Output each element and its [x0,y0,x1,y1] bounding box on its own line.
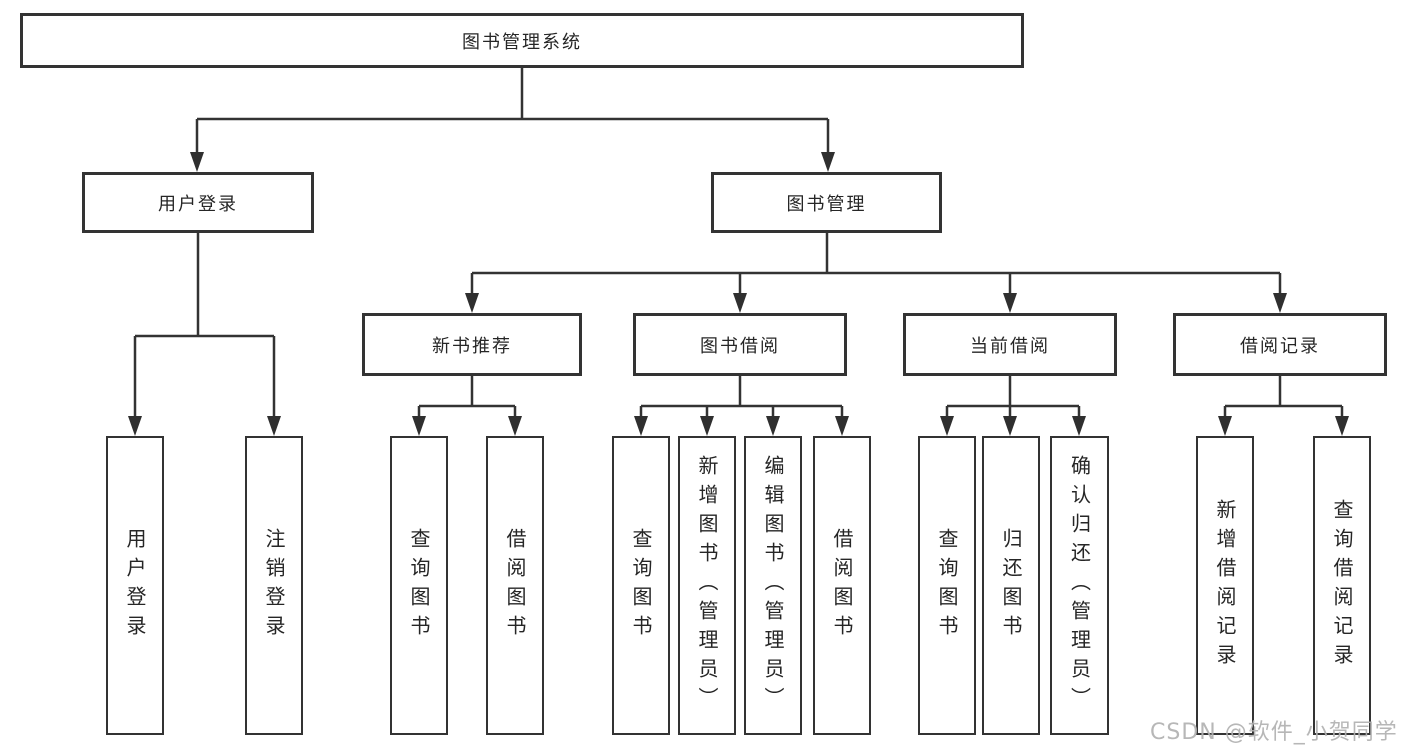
node-label: 图书借阅 [700,335,780,357]
leaf-borrowing-borrow-books: 借阅图书 [813,436,871,735]
node-label: 注销登录 [262,527,286,644]
node-label: 新增借阅记录 [1213,498,1237,673]
watermark: CSDN @软件_小贺同学 [1150,720,1398,745]
node-book-management: 图书管理 [711,172,942,233]
node-label: 编辑图书（管理员） [761,455,785,716]
node-label: 图书管理 [786,193,867,215]
node-borrowing-records: 借阅记录 [1173,313,1387,376]
leaf-recommend-query-books: 查询图书 [390,436,448,735]
node-label: 当前借阅 [970,335,1050,357]
node-label: 图书管理系统 [462,31,582,53]
arrowhead-icons [128,152,1349,436]
leaf-borrowing-edit-books-admin: 编辑图书（管理员） [744,436,802,735]
node-book-borrowing: 图书借阅 [633,313,847,376]
node-label: 新书推荐 [432,335,512,357]
node-label: 归还图书 [999,527,1023,644]
node-label: 新增图书（管理员） [695,455,719,716]
node-user-login: 用户登录 [82,172,314,233]
node-label: 借阅图书 [503,527,527,644]
node-label: 查询图书 [407,527,431,644]
node-label: 查询图书 [629,527,653,644]
node-label: 借阅图书 [830,527,854,644]
connector-lines [133,68,1344,419]
leaf-current-return-books: 归还图书 [982,436,1040,735]
node-new-book-recommend: 新书推荐 [362,313,582,376]
leaf-borrowing-add-books-admin: 新增图书（管理员） [678,436,736,735]
leaf-current-confirm-return-admin: 确认归还（管理员） [1050,436,1109,735]
leaf-borrowing-query-books: 查询图书 [612,436,670,735]
node-label: 确认归还（管理员） [1067,455,1092,716]
node-label: 查询借阅记录 [1330,498,1354,673]
node-label: 借阅记录 [1240,335,1320,357]
node-current-borrowing: 当前借阅 [903,313,1117,376]
leaf-records-add-borrow-record: 新增借阅记录 [1196,436,1254,735]
leaf-current-query-books: 查询图书 [918,436,976,735]
leaf-recommend-borrow-books: 借阅图书 [486,436,544,735]
node-label: 查询图书 [935,527,959,644]
node-root: 图书管理系统 [20,13,1024,68]
leaf-logout: 注销登录 [245,436,303,735]
leaf-user-login: 用户登录 [106,436,164,735]
node-label: 用户登录 [158,193,238,215]
leaf-records-query-borrow-record: 查询借阅记录 [1313,436,1371,735]
node-label: 用户登录 [123,527,147,644]
